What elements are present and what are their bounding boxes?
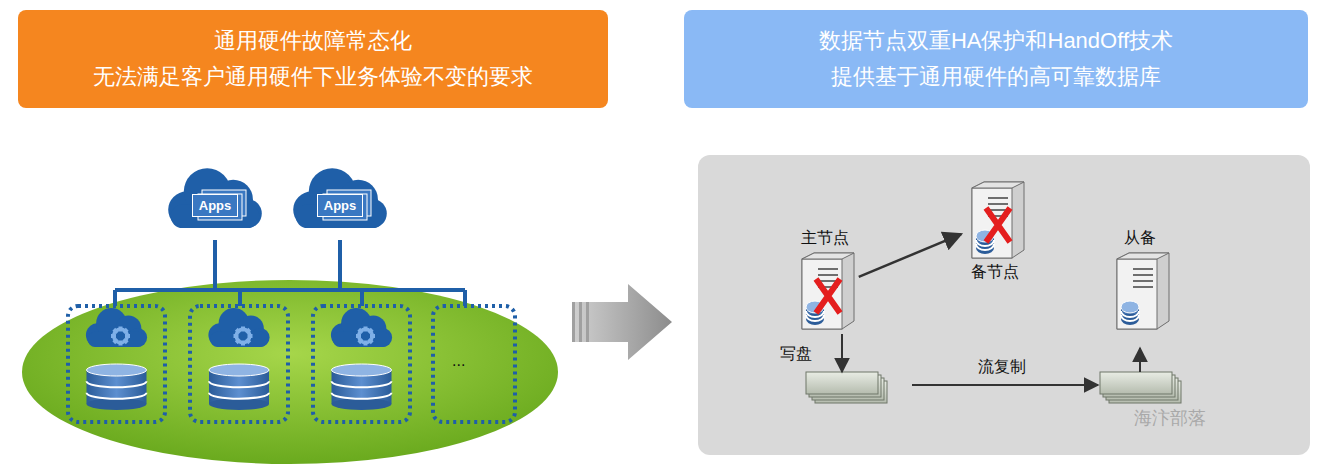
- problem-banner: 通用硬件故障常态化无法满足客户通用硬件下业务体验不变的要求: [18, 10, 608, 108]
- flow-lines: [842, 334, 1140, 385]
- watermark: 海汴部落: [1134, 406, 1206, 430]
- ellipsis: ...: [452, 352, 465, 370]
- apps-cloud: Apps: [160, 160, 270, 244]
- pool-units: [68, 306, 515, 422]
- arrow-stripes: [572, 302, 589, 342]
- primary-server: 主节点: [780, 226, 870, 331]
- write-disk-label: 写盘: [780, 344, 812, 365]
- server-label: 从备: [1120, 226, 1160, 251]
- resource-pool: [22, 280, 558, 464]
- failover-arrow: [859, 234, 961, 277]
- server-label: 主节点: [797, 226, 853, 251]
- tree-lines: [115, 240, 465, 306]
- cloud-label: Apps: [192, 194, 239, 217]
- big-arrow: [572, 284, 672, 360]
- server-label: 备节点: [967, 260, 1023, 285]
- solution-banner: 数据节点双重HA保护和HandOff技术提供基于通用硬件的高可靠数据库: [684, 10, 1308, 108]
- server-icon: [794, 251, 856, 331]
- banner-text: 提供基于通用硬件的高可靠数据库: [831, 59, 1161, 95]
- standby-server: 备节点: [950, 180, 1040, 285]
- stream-replication-label: 流复制: [978, 357, 1026, 378]
- banner-text: 通用硬件故障常态化: [214, 23, 412, 59]
- apps-cloud: Apps: [285, 160, 395, 244]
- panel: [698, 155, 1310, 455]
- server-icon: [1109, 251, 1171, 331]
- banner-text: 数据节点双重HA保护和HandOff技术: [819, 23, 1173, 59]
- cloud-label: Apps: [317, 194, 364, 217]
- disk-stacks: [806, 372, 1181, 403]
- replica-server: 从备: [1095, 226, 1185, 331]
- server-icon: [964, 180, 1026, 260]
- banner-text: 无法满足客户通用硬件下业务体验不变的要求: [93, 59, 533, 95]
